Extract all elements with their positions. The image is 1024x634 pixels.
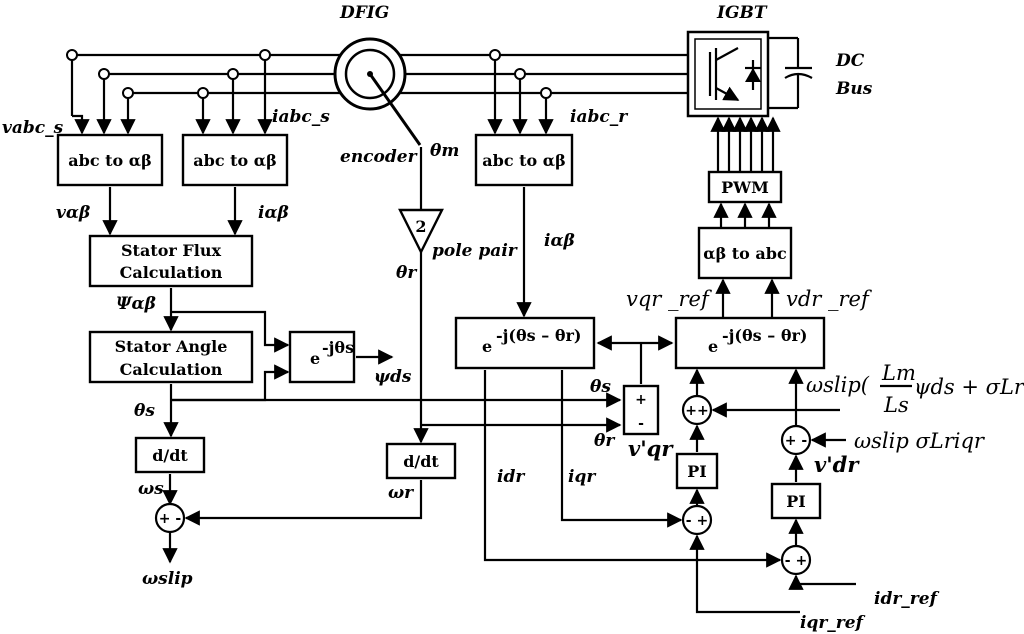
ddt-stator-label: d/dt <box>152 446 188 465</box>
vabc-s-label: vabc_s <box>2 118 64 138</box>
iabc-r-label: iabc_r <box>570 107 628 127</box>
ff-d-denominator: Ls <box>883 393 909 417</box>
exp-slip-angle-current-block <box>454 316 596 370</box>
dc-bus-label-bottom: Bus <box>835 79 873 99</box>
stator-angle-label-2: Calculation <box>120 360 223 379</box>
pole-pair-gain-value: 2 <box>415 217 426 236</box>
theta-m-label: θm <box>430 141 459 161</box>
abc-to-ab-stator-voltage-block <box>56 133 164 187</box>
dfig-machine-icon <box>333 37 423 210</box>
iqr-summer-signs: - + <box>686 513 708 529</box>
igbt-label: IGBT <box>716 3 768 23</box>
igbt-converter-icon <box>686 30 813 118</box>
exp-theta-s-base: e <box>310 349 320 368</box>
ab-to-abc-label: αβ to abc <box>703 244 787 263</box>
vdr-prime-label: v'dr <box>814 452 860 477</box>
slip-summer-signs: + - <box>159 511 182 527</box>
ff-d-prefix: ωslip( <box>806 373 870 397</box>
exp-right-sup: -j(θs – θr) <box>722 326 808 345</box>
ff-d-numerator: Lm <box>881 361 916 385</box>
idr-summer-signs: - + <box>785 553 807 569</box>
stator-angle-block <box>88 330 254 384</box>
vdr-summer-signs: + - <box>785 433 808 449</box>
exp-mid-base: e <box>482 337 492 356</box>
vqr-ref-label: vqr _ref <box>626 287 712 311</box>
pi-q-label: PI <box>687 462 707 481</box>
abc-to-ab-label-1: abc to αβ <box>68 151 151 170</box>
stator-current-taps <box>195 49 273 135</box>
ddt-stator-block <box>134 436 206 474</box>
i-alpha-beta-stator-label: iαβ <box>258 203 289 223</box>
vqr-summer-signs: ++ <box>685 403 708 419</box>
abc-to-ab-label-2: abc to αβ <box>193 151 276 170</box>
encoder-label: encoder <box>340 147 418 167</box>
exp-theta-s-sup: -jθs <box>322 338 354 357</box>
iqr-label: iqr <box>568 467 596 487</box>
exp-theta-s-block <box>288 330 356 384</box>
theta-s-label-right: θs <box>590 377 611 397</box>
pi-d-label: PI <box>786 492 806 511</box>
vqr-prime-label: v'qr <box>628 436 674 461</box>
iabc-s-label: iabc_s <box>272 107 330 127</box>
ab-to-abc-block <box>697 226 793 280</box>
angle-difference-block <box>622 384 660 436</box>
angle-diff-plus: + <box>635 392 647 408</box>
gate-signal-lines <box>710 116 781 172</box>
stator-flux-label-1: Stator Flux <box>121 241 221 260</box>
v-alpha-beta-label: vαβ <box>56 203 90 223</box>
theta-r-label-left: θr <box>396 263 417 283</box>
dfig-label: DFIG <box>339 3 389 23</box>
pole-pair-gain <box>398 208 444 255</box>
pole-pair-label: pole pair <box>432 241 518 261</box>
ff-d-suffix: ψds + σLridr) <box>914 375 1024 399</box>
vdr-ref-label: vdr _ref <box>786 287 872 311</box>
idr-label: idr <box>497 467 525 487</box>
theta-r-label-right: θr <box>594 431 615 451</box>
abc-to-ab-label-3: abc to αβ <box>482 151 565 170</box>
exp-mid-sup: -j(θs – θr) <box>496 326 582 345</box>
angle-diff-minus: - <box>638 416 644 432</box>
ddt-rotor-block <box>385 442 457 480</box>
exp-slip-angle-voltage-block <box>674 316 826 370</box>
omega-s-label: ωs <box>138 479 164 499</box>
exp-right-base: e <box>708 337 718 356</box>
rotor-current-taps <box>487 49 554 135</box>
omega-slip-label: ωslip <box>142 569 193 589</box>
iqr-ref-label: iqr_ref <box>800 613 866 633</box>
pwm-label: PWM <box>721 178 769 197</box>
ddt-rotor-label: d/dt <box>403 452 439 471</box>
stator-flux-block <box>88 234 254 288</box>
stator-angle-label-1: Stator Angle <box>115 337 228 356</box>
pi-q-block <box>675 452 719 490</box>
theta-s-label-left: θs <box>134 401 155 421</box>
psi-alpha-beta-label: Ψαβ <box>116 294 156 314</box>
abc-to-ab-stator-current-block <box>181 133 289 187</box>
stator-flux-label-2: Calculation <box>120 263 223 282</box>
idr-ref-label: idr_ref <box>874 589 940 609</box>
psi-ds-label: ψds <box>374 367 412 387</box>
pwm-block <box>707 170 783 204</box>
omega-r-label: ωr <box>388 483 414 503</box>
stator-voltage-taps <box>66 49 136 135</box>
i-alpha-beta-rotor-label: iαβ <box>544 231 575 251</box>
dc-bus-label-top: DC <box>835 51 865 71</box>
abc-to-ab-rotor-current-block <box>474 133 574 187</box>
ff-q-term: ωslip σLriqr <box>854 429 986 453</box>
pi-d-block <box>770 482 822 520</box>
